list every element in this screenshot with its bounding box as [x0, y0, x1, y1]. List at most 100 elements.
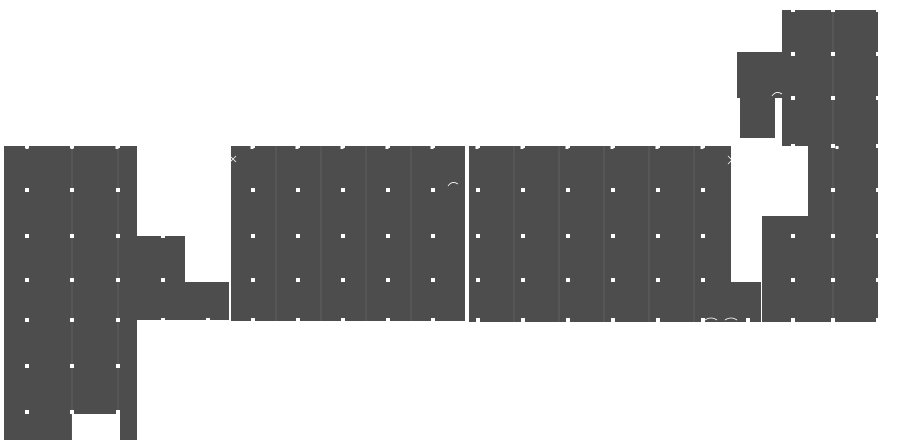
grid-column-marker: [386, 318, 390, 322]
block-left-wing-bottom-left: [4, 414, 72, 440]
grid-edge-tick: [70, 146, 74, 149]
grid-edge-tick: [25, 146, 29, 149]
grid-column-marker: [746, 278, 750, 282]
block-center-left: [231, 146, 465, 321]
grid-column-marker: [791, 8, 795, 12]
grid-column-marker: [876, 96, 880, 100]
grid-column-marker: [476, 234, 480, 238]
block-left-wing: [4, 146, 137, 434]
grid-column-marker: [791, 278, 795, 282]
door-swing-icon: [727, 155, 737, 165]
grid-edge-tick: [520, 146, 524, 149]
grid-column-marker: [70, 278, 74, 282]
grid-column-marker: [611, 234, 615, 238]
grid-column-marker: [566, 318, 570, 322]
block-right-upper: [808, 146, 878, 218]
block-left-wing-notch: [72, 414, 120, 444]
grid-column-marker: [521, 188, 525, 192]
grid-column-marker: [341, 318, 345, 322]
grid-column-marker: [746, 188, 750, 192]
structural-grid: [25, 8, 880, 440]
grid-edge-tick: [340, 146, 344, 149]
grid-column-marker: [476, 318, 480, 322]
door-swing-icon: [161, 157, 171, 163]
door-swing-icon: [169, 211, 183, 219]
door-swing-icon: [447, 182, 459, 187]
grid-edge-tick: [250, 146, 254, 149]
grid-column-marker: [251, 188, 255, 192]
grid-column-marker: [25, 364, 29, 368]
grid-column-marker: [521, 278, 525, 282]
grid-column-marker: [70, 410, 74, 414]
grid-edge-tick: [430, 146, 434, 149]
door-swing-icon: [789, 155, 799, 165]
grid-column-marker: [701, 234, 705, 238]
block-left-connector-low: [137, 282, 229, 320]
grid-column-marker: [116, 410, 120, 414]
grid-column-marker: [876, 188, 880, 192]
grid-edge-tick: [655, 146, 659, 149]
grid-column-marker: [25, 188, 29, 192]
grid-column-marker: [831, 278, 835, 282]
grid-column-marker: [656, 234, 660, 238]
grid-column-marker: [831, 318, 835, 322]
grid-column-marker: [791, 188, 795, 192]
grid-column-marker: [566, 188, 570, 192]
grid-column-marker: [791, 96, 795, 100]
grid-column-marker: [831, 52, 835, 56]
grid-column-marker: [876, 144, 880, 148]
grid-column-marker: [116, 234, 120, 238]
grid-column-marker: [831, 8, 835, 12]
grid-column-marker: [251, 318, 255, 322]
block-center-right: [469, 146, 731, 322]
grid-column-marker: [656, 188, 660, 192]
grid-column-marker: [791, 234, 795, 238]
block-tower: [782, 10, 878, 146]
door-swing-icon: [771, 92, 783, 97]
grid-column-marker: [161, 234, 165, 238]
grid-column-marker: [521, 234, 525, 238]
grid-column-marker: [341, 234, 345, 238]
block-center-right-low: [731, 282, 761, 322]
grid-edge-tick: [835, 146, 839, 149]
grid-column-marker: [251, 278, 255, 282]
grid-column-marker: [296, 234, 300, 238]
grid-column-marker: [876, 234, 880, 238]
grid-column-marker: [251, 234, 255, 238]
grid-column-marker: [521, 318, 525, 322]
grid-column-marker: [746, 318, 750, 322]
grid-column-marker: [876, 318, 880, 322]
grid-column-marker: [341, 188, 345, 192]
grid-column-marker: [566, 234, 570, 238]
grid-column-marker: [70, 364, 74, 368]
grid-column-marker: [296, 278, 300, 282]
grid-column-marker: [701, 318, 705, 322]
grid-edge-tick: [115, 146, 119, 149]
grid-column-marker: [876, 278, 880, 282]
grid-column-marker: [116, 188, 120, 192]
grid-column-marker: [341, 278, 345, 282]
block-tower-lower-left: [740, 94, 775, 138]
grid-column-marker: [476, 188, 480, 192]
grid-column-marker: [25, 234, 29, 238]
grid-edge-tick: [475, 146, 479, 149]
grid-column-marker: [611, 188, 615, 192]
grid-column-marker: [831, 96, 835, 100]
grid-column-marker: [116, 318, 120, 322]
grid-column-marker: [161, 278, 165, 282]
door-symbols: [161, 92, 799, 321]
block-right: [762, 216, 878, 322]
door-swing-icon: [704, 317, 738, 321]
grid-column-marker: [656, 278, 660, 282]
grid-column-marker: [791, 52, 795, 56]
grid-column-marker: [206, 234, 210, 238]
grid-edge-tick: [610, 146, 614, 149]
grid-column-marker: [70, 318, 74, 322]
grid-column-marker: [116, 364, 120, 368]
grid-column-marker: [431, 234, 435, 238]
grid-edge-tick: [565, 146, 569, 149]
building-blocks: [4, 10, 878, 444]
grid-column-marker: [656, 318, 660, 322]
grid-column-marker: [746, 234, 750, 238]
